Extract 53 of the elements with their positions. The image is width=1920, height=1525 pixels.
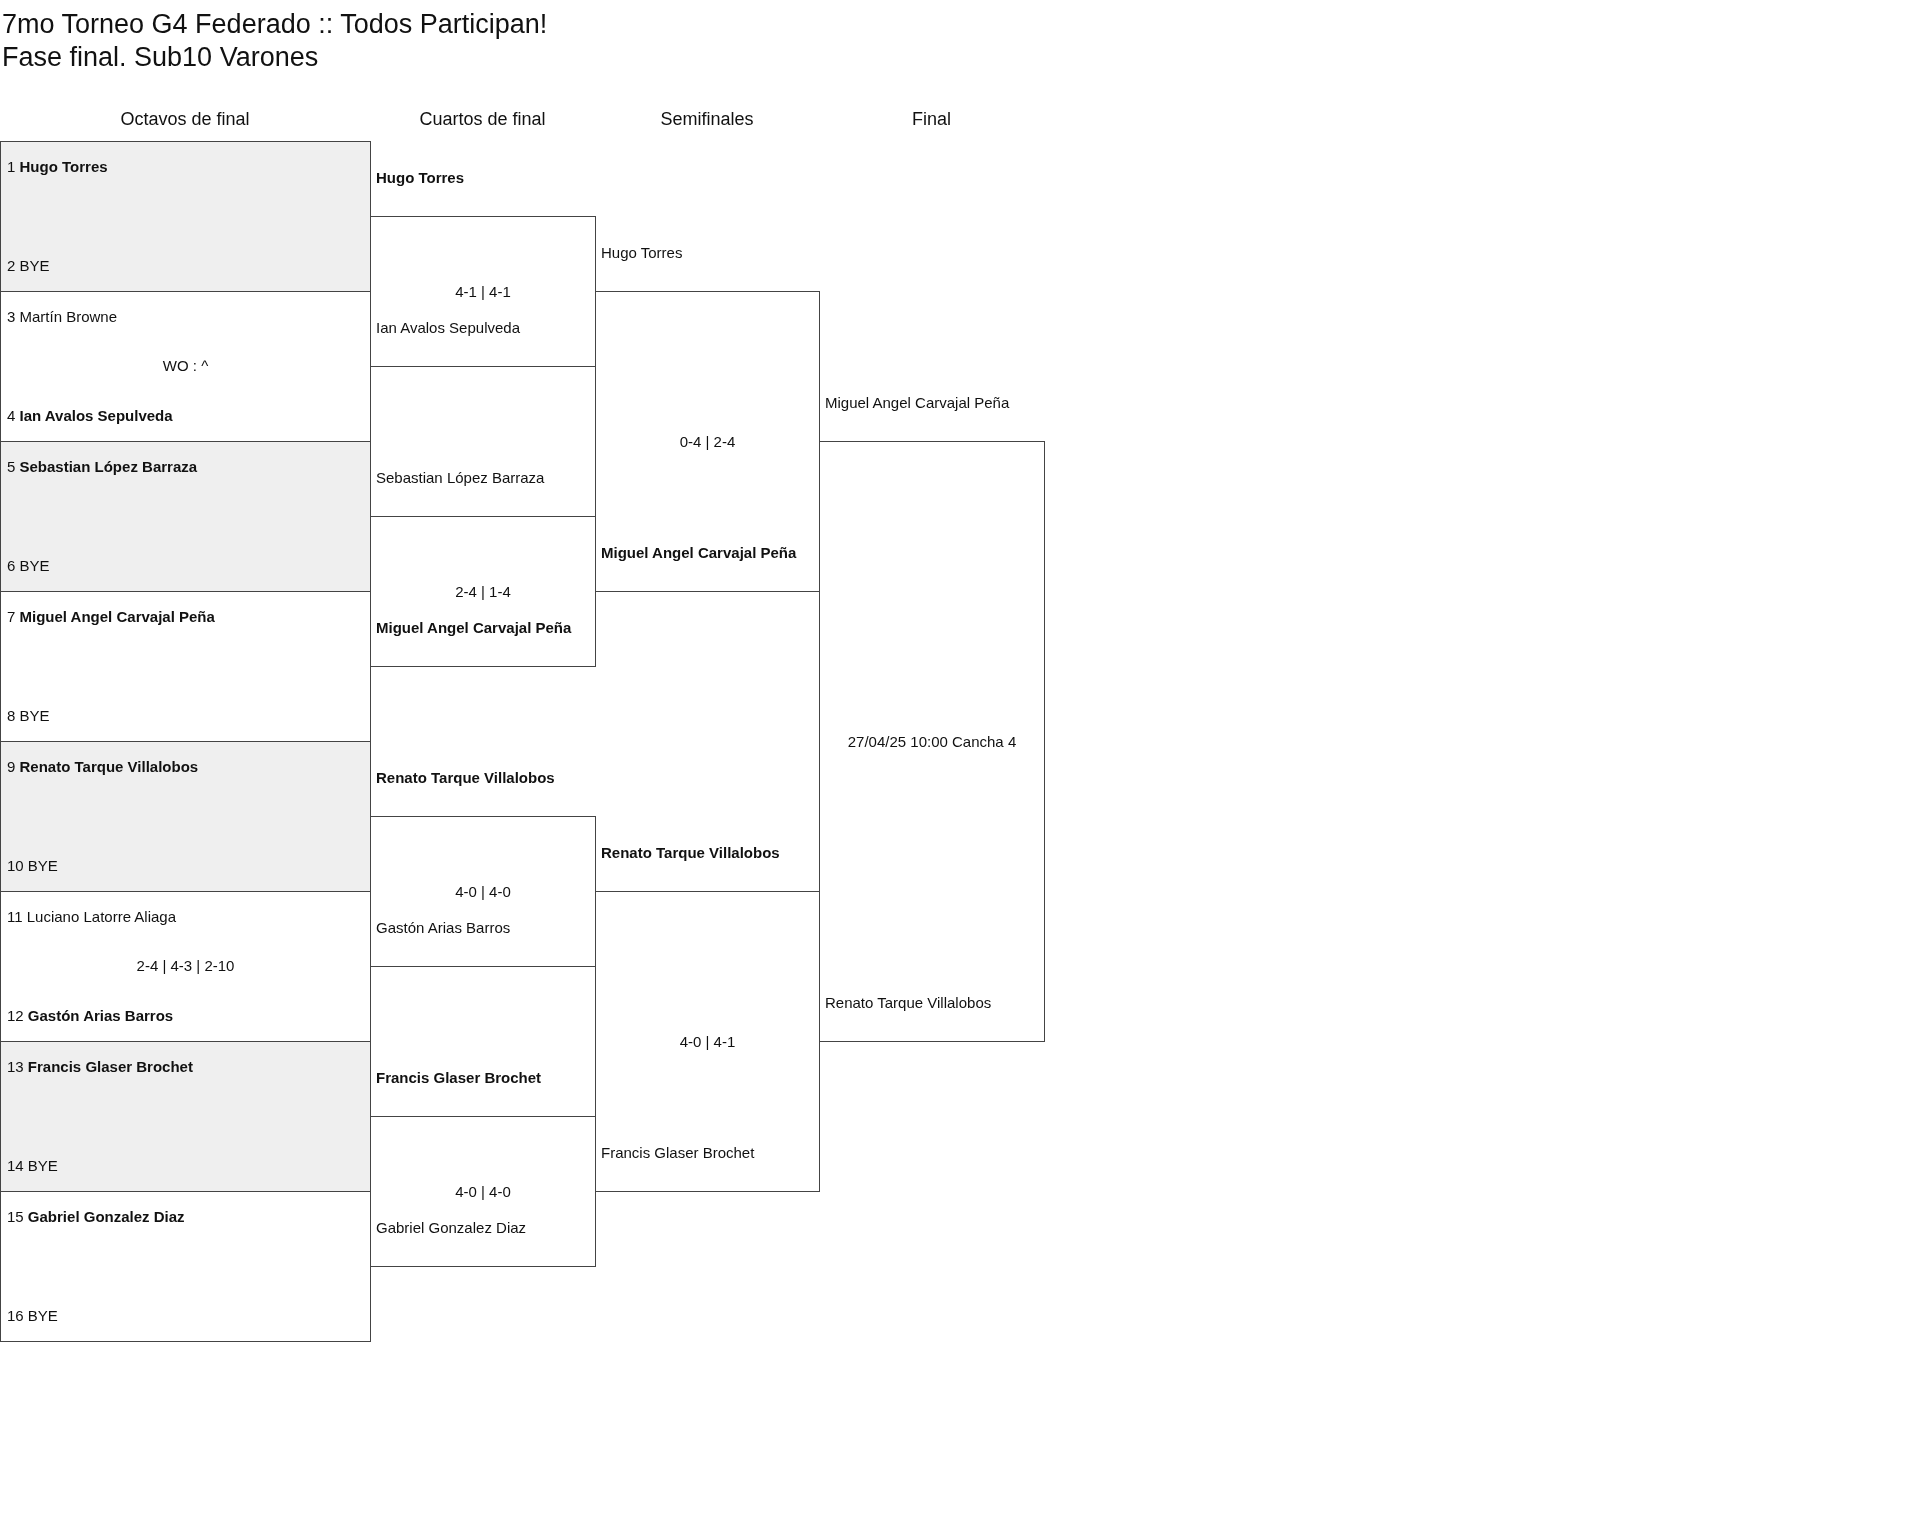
match-box: [0, 441, 371, 592]
player-name: Francis Glaser Brochet: [601, 1143, 755, 1163]
player-name: 9 Renato Tarque Villalobos: [7, 757, 199, 777]
player-name: Renato Tarque Villalobos: [376, 768, 555, 788]
player-name: Gabriel Gonzalez Diaz: [376, 1218, 527, 1238]
player-name: 16 BYE: [7, 1306, 58, 1326]
match-schedule: 27/04/25 10:00 Cancha 4: [846, 731, 1018, 752]
player-name: Renato Tarque Villalobos: [825, 993, 992, 1013]
round-heading: Final: [911, 108, 952, 131]
player-name: Miguel Angel Carvajal Peña: [601, 543, 797, 563]
match-box: [0, 591, 371, 742]
player-name: Miguel Angel Carvajal Peña: [376, 618, 572, 638]
player-name: Renato Tarque Villalobos: [601, 843, 780, 863]
match-box: [0, 1041, 371, 1192]
match-box: [0, 1191, 371, 1342]
player-name: Francis Glaser Brochet: [376, 1068, 542, 1088]
player-name: 4 Ian Avalos Sepulveda: [7, 406, 173, 426]
match-score: 0-4 | 2-4: [678, 431, 737, 452]
player-name: 14 BYE: [7, 1156, 58, 1176]
match-box: [0, 741, 371, 892]
player-name: 11 Luciano Latorre Aliaga: [7, 907, 176, 927]
player-name: 6 BYE: [7, 556, 50, 576]
player-name: 13 Francis Glaser Brochet: [7, 1057, 193, 1077]
player-name: 1 Hugo Torres: [7, 157, 108, 177]
player-name: 15 Gabriel Gonzalez Diaz: [7, 1207, 185, 1227]
player-name: 12 Gastón Arias Barros: [7, 1006, 174, 1026]
player-name: Miguel Angel Carvajal Peña: [825, 393, 1010, 413]
match-score: 4-1 | 4-1: [454, 281, 512, 302]
match-box: [0, 141, 371, 292]
match-score: 4-0 | 4-0: [454, 881, 512, 902]
player-name: 10 BYE: [7, 856, 58, 876]
player-name: 5 Sebastian López Barraza: [7, 457, 198, 477]
match-box: [0, 891, 371, 1042]
player-name: Hugo Torres: [601, 243, 683, 263]
player-name: 2 BYE: [7, 256, 50, 276]
match-score: 2-4 | 1-4: [454, 581, 512, 602]
match-score: WO : ^: [161, 356, 210, 376]
match-score: 2-4 | 4-3 | 2-10: [135, 956, 236, 976]
round-heading: Octavos de final: [119, 108, 251, 131]
player-name: 7 Miguel Angel Carvajal Peña: [7, 607, 215, 627]
player-name: Ian Avalos Sepulveda: [376, 318, 520, 338]
round-heading: Semifinales: [659, 108, 755, 131]
player-name: Gastón Arias Barros: [376, 918, 511, 938]
player-name: Hugo Torres: [376, 168, 465, 188]
match-score: 4-0 | 4-0: [454, 1181, 512, 1202]
title: 7mo Torneo G4 Federado :: Todos Participan!: [2, 8, 548, 41]
round-heading: Cuartos de final: [418, 108, 547, 131]
match-score: 4-0 | 4-1: [678, 1031, 737, 1052]
subtitle: Fase final. Sub10 Varones: [2, 41, 319, 74]
player-name: Sebastian López Barraza: [376, 468, 545, 488]
player-name: 3 Martín Browne: [7, 307, 118, 327]
match-box: [0, 291, 371, 442]
player-name: 8 BYE: [7, 706, 50, 726]
